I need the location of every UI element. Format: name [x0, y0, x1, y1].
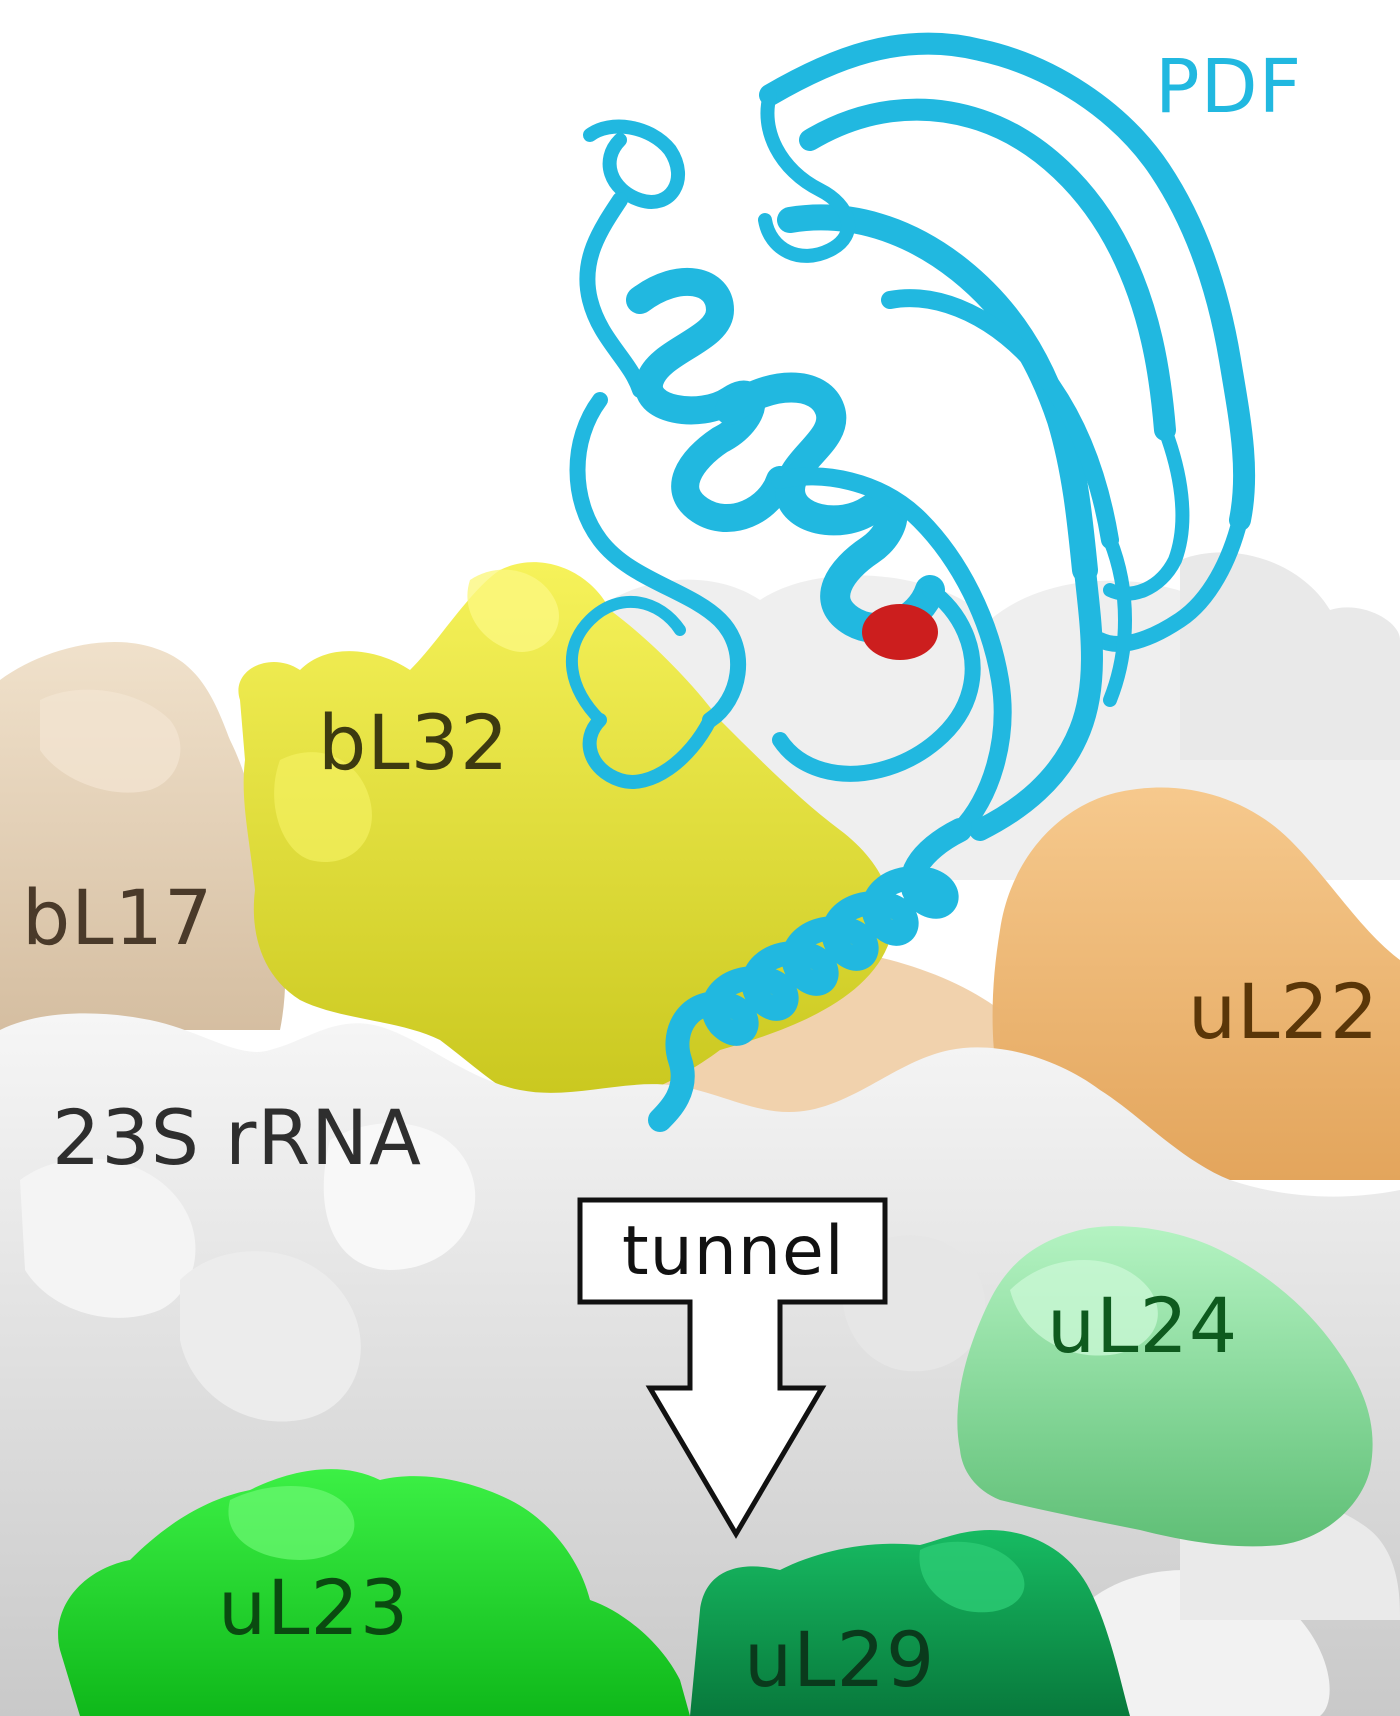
label-ul23: uL23	[218, 1563, 410, 1652]
bl17-surface	[0, 641, 286, 1030]
ul23-surface	[58, 1469, 690, 1716]
label-23s-rrna: 23S rRNA	[52, 1093, 423, 1182]
label-ul22: uL22	[1188, 967, 1380, 1056]
label-ul24: uL24	[1047, 1281, 1239, 1370]
active-site-marker	[862, 604, 938, 660]
pdf-ribbon	[565, 32, 1256, 1132]
label-pdf: PDF	[1155, 44, 1303, 130]
ul29-surface	[690, 1530, 1130, 1716]
label-ul29: uL29	[744, 1615, 936, 1704]
tunnel-arrow	[577, 1197, 888, 1539]
label-bl17: bL17	[22, 873, 214, 962]
label-bl32: bL32	[318, 698, 510, 787]
label-tunnel: tunnel	[622, 1212, 845, 1291]
ul24-surface	[957, 1226, 1373, 1547]
